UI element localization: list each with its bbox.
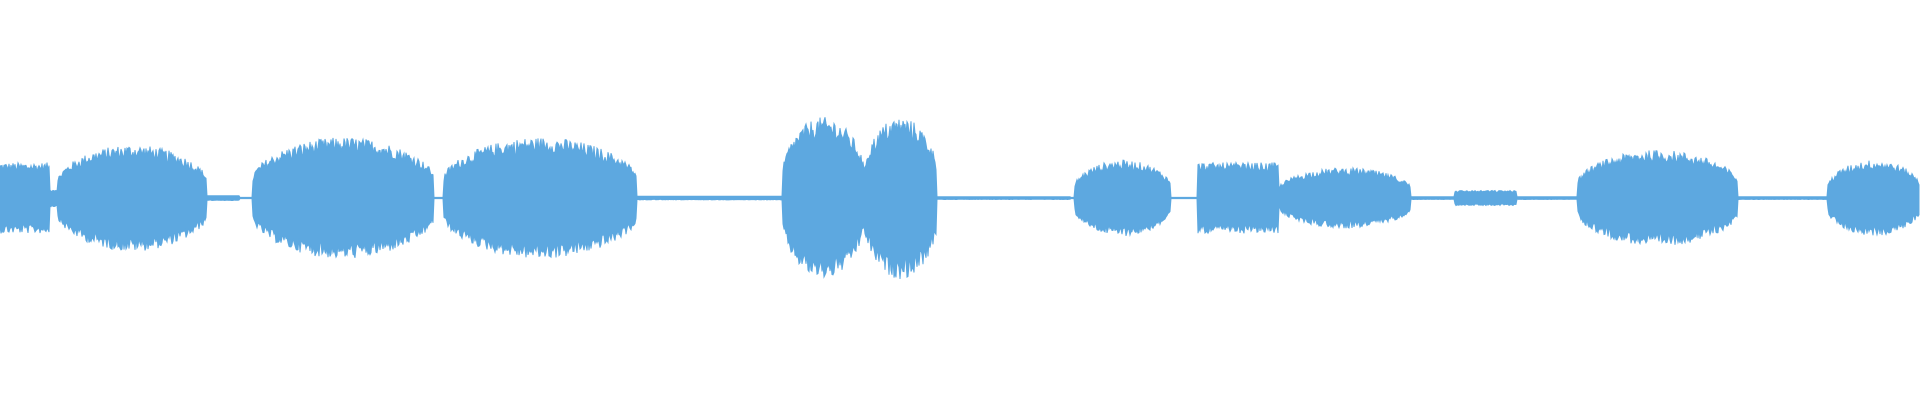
- waveform-shape: [0, 117, 1920, 279]
